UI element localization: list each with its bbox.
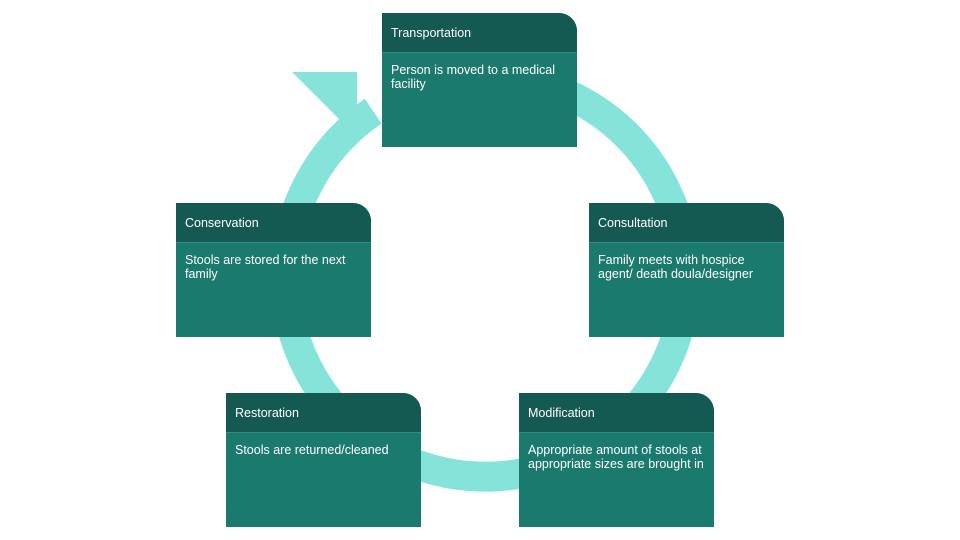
step-card-modification: Modification Appropriate amount of stool… (519, 393, 714, 527)
step-title-transportation: Transportation (382, 13, 577, 53)
step-title-modification: Modification (519, 393, 714, 433)
step-description-modification: Appropriate amount of stools at appropri… (528, 443, 704, 471)
cycle-arrowhead (292, 72, 357, 137)
step-description-consultation: Family meets with hospice agent/ death d… (598, 253, 753, 281)
step-card-transportation: Transportation Person is moved to a medi… (382, 13, 577, 147)
step-description-restoration: Stools are returned/cleaned (235, 443, 389, 457)
step-title-restoration: Restoration (226, 393, 421, 433)
step-card-conservation: Conservation Stools are stored for the n… (176, 203, 371, 337)
step-title-consultation: Consultation (589, 203, 784, 243)
step-description-conservation: Stools are stored for the next family (185, 253, 346, 281)
step-description-transportation: Person is moved to a medical facility (391, 63, 555, 91)
step-title-conservation: Conservation (176, 203, 371, 243)
step-card-consultation: Consultation Family meets with hospice a… (589, 203, 784, 337)
step-card-restoration: Restoration Stools are returned/cleaned (226, 393, 421, 527)
